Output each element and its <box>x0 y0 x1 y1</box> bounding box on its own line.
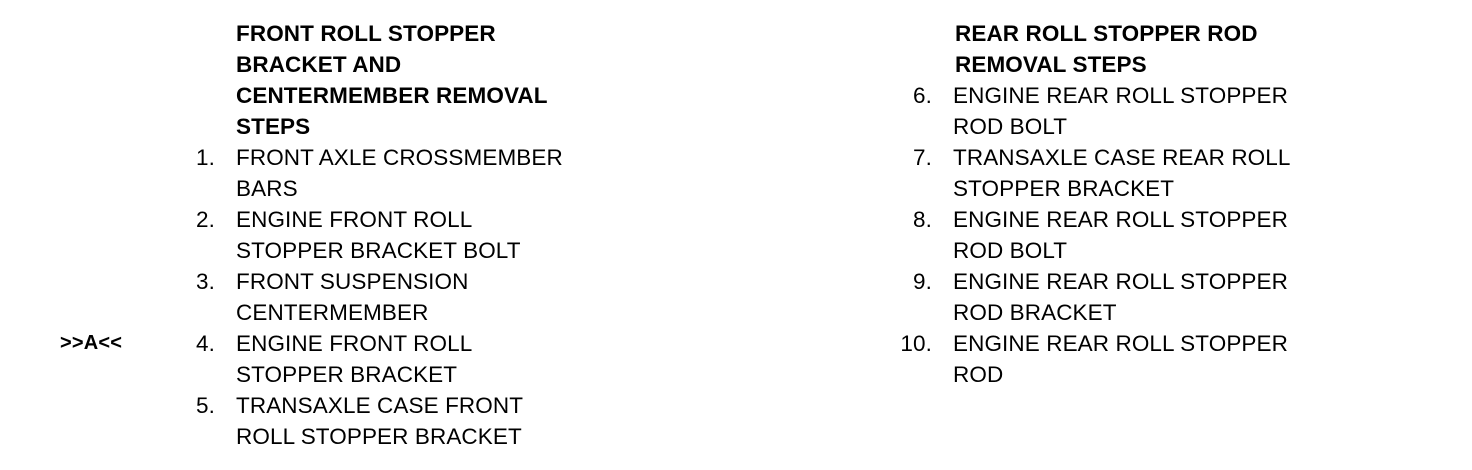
step-text: ENGINE REAR ROLL STOPPER ROD BOLT <box>953 83 1288 139</box>
step-text: ENGINE FRONT ROLL STOPPER BRACKET BOLT <box>236 207 521 263</box>
step-text: TRANSAXLE CASE REAR ROLL STOPPER BRACKET <box>953 145 1291 201</box>
step-text: ENGINE REAR ROLL STOPPER ROD BRACKET <box>953 269 1288 325</box>
callout-marker-a: >>A<< <box>60 332 123 354</box>
step-text: ENGINE REAR ROLL STOPPER ROD <box>953 331 1288 387</box>
step-text: FRONT AXLE CROSSMEMBER BARS <box>236 145 563 201</box>
step-number: 7. <box>913 145 932 170</box>
right-step-list: 6. ENGINE REAR ROLL STOPPER ROD BOLT 7. … <box>880 80 1380 390</box>
step-text: FRONT SUSPENSION CENTERMEMBER <box>236 269 469 325</box>
step-number: 3. <box>196 269 215 294</box>
step-number: 5. <box>196 393 215 418</box>
list-item: 6. ENGINE REAR ROLL STOPPER ROD BOLT <box>880 80 1380 142</box>
list-item: 5. TRANSAXLE CASE FRONT ROLL STOPPER BRA… <box>60 390 680 452</box>
step-number: 1. <box>196 145 215 170</box>
step-number: 10. <box>900 331 932 356</box>
list-item: >>A<< 4. ENGINE FRONT ROLL STOPPER BRACK… <box>60 328 680 390</box>
right-column: REAR ROLL STOPPER ROD REMOVAL STEPS 6. E… <box>880 18 1380 390</box>
step-number: 6. <box>913 83 932 108</box>
right-column-heading: REAR ROLL STOPPER ROD REMOVAL STEPS <box>955 21 1258 77</box>
list-item: 10. ENGINE REAR ROLL STOPPER ROD <box>880 328 1380 390</box>
step-number: 4. <box>196 331 215 356</box>
list-item: 3. FRONT SUSPENSION CENTERMEMBER <box>60 266 680 328</box>
list-item: 7. TRANSAXLE CASE REAR ROLL STOPPER BRAC… <box>880 142 1380 204</box>
list-item: 8. ENGINE REAR ROLL STOPPER ROD BOLT <box>880 204 1380 266</box>
left-column-heading: FRONT ROLL STOPPER BRACKET AND CENTERMEM… <box>236 21 548 139</box>
list-item: 2. ENGINE FRONT ROLL STOPPER BRACKET BOL… <box>60 204 680 266</box>
left-step-list: 1. FRONT AXLE CROSSMEMBER BARS 2. ENGINE… <box>60 142 680 452</box>
list-item: 1. FRONT AXLE CROSSMEMBER BARS <box>60 142 680 204</box>
list-item: 9. ENGINE REAR ROLL STOPPER ROD BRACKET <box>880 266 1380 328</box>
step-number: 2. <box>196 207 215 232</box>
step-number: 8. <box>913 207 932 232</box>
step-text: ENGINE REAR ROLL STOPPER ROD BOLT <box>953 207 1288 263</box>
step-number: 9. <box>913 269 932 294</box>
left-column: FRONT ROLL STOPPER BRACKET AND CENTERMEM… <box>60 18 680 452</box>
step-text: ENGINE FRONT ROLL STOPPER BRACKET <box>236 331 473 387</box>
step-text: TRANSAXLE CASE FRONT ROLL STOPPER BRACKE… <box>236 393 524 449</box>
